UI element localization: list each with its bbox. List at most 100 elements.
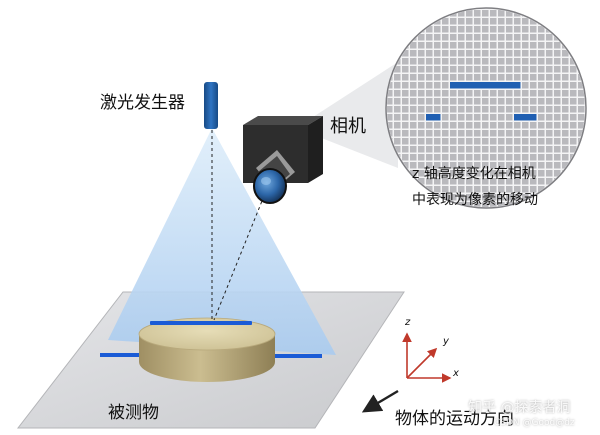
pixel-cell [554, 42, 561, 49]
pixel-cell [434, 26, 441, 33]
pixel-cell [482, 194, 489, 201]
pixel-cell [578, 178, 585, 185]
pixel-cell [410, 74, 417, 81]
pixel-cell [450, 90, 457, 97]
pixel-cell [482, 66, 489, 73]
pixel-cell [562, 90, 569, 97]
pixel-cell [530, 154, 537, 161]
pixel-cell [506, 170, 513, 177]
pixel-cell [434, 42, 441, 49]
pixel-cell [458, 58, 465, 65]
pixel-cell [538, 90, 545, 97]
pixel-cell [402, 154, 409, 161]
pixel-cell [466, 130, 473, 137]
pixel-cell [522, 194, 529, 201]
laser-generator-label: 激光发生器 [100, 93, 185, 113]
pixel-cell [394, 74, 401, 81]
pixel-cell [434, 178, 441, 185]
pixel-cell [538, 66, 545, 73]
pixel-cell [474, 138, 481, 145]
pixel-cell [514, 130, 521, 137]
pixel-cell [554, 114, 561, 121]
pixel-cell [554, 18, 561, 25]
pixel-cell [402, 50, 409, 57]
pixel-cell [554, 162, 561, 169]
pixel-cell [482, 138, 489, 145]
pixel-cell [578, 122, 585, 129]
pixel-cell [410, 138, 417, 145]
pixel-cell [562, 130, 569, 137]
watermark-csdn: CSDN @Good@dz [494, 418, 575, 428]
pixel-cell [538, 202, 545, 207]
pixel-cell [450, 162, 457, 169]
pixel-cell [394, 18, 401, 25]
pixel-cell [538, 138, 545, 145]
pixel-cell [426, 170, 433, 177]
pixel-cell [394, 82, 401, 89]
pixel-cell [434, 146, 441, 153]
pixel-cell [522, 18, 529, 25]
pixel-cell [490, 18, 497, 25]
pixel-cell [474, 42, 481, 49]
pixel-cell [474, 186, 481, 193]
pixel-cell [530, 58, 537, 65]
pixel-cell [426, 154, 433, 161]
pixel-cell [506, 74, 513, 81]
pixel-cell [387, 18, 393, 25]
pixel-cell [546, 18, 553, 25]
pixel-cell [562, 194, 569, 201]
pixel-cell [410, 42, 417, 49]
pixel-cell [498, 66, 505, 73]
pixel-cell [458, 130, 465, 137]
pixel-cell [426, 178, 433, 185]
pixel-cell [402, 90, 409, 97]
pixel-cell [474, 178, 481, 185]
pixel-cell [426, 146, 433, 153]
pixel-cell [562, 106, 569, 113]
pixel-cell [538, 170, 545, 177]
pixel-cell [578, 98, 585, 105]
pixel-cell [570, 98, 577, 105]
pixel-cell [514, 122, 521, 129]
pixel-cell [418, 34, 425, 41]
pixel-cell [418, 18, 425, 25]
pixel-cell [482, 122, 489, 129]
pixel-cell [562, 82, 569, 89]
pixel-cell [458, 138, 465, 145]
pixel-cell [490, 50, 497, 57]
pixel-cell [450, 74, 457, 81]
pixel-cell [546, 66, 553, 73]
pixel-cell [490, 170, 497, 177]
pixel-cell [387, 98, 393, 105]
pixel-cell [387, 170, 393, 177]
pixel-cell [538, 82, 545, 89]
pixel-cell [538, 106, 545, 113]
pixel-cell [450, 106, 457, 113]
pixel-cell [442, 90, 449, 97]
pixel-cell [442, 130, 449, 137]
pixel-cell [522, 178, 529, 185]
pixel-cell [506, 66, 513, 73]
pixel-cell [466, 34, 473, 41]
pixel-cell [538, 186, 545, 193]
pixel-cell [482, 114, 489, 121]
pixel-cell [474, 18, 481, 25]
pixel-cell [498, 58, 505, 65]
pixel-cell [546, 194, 553, 201]
pixel-cell [458, 34, 465, 41]
pixel-shift-bar [450, 82, 521, 89]
pixel-cell [562, 178, 569, 185]
pixel-cell [562, 122, 569, 129]
pixel-cell [578, 146, 585, 153]
pixel-cell [450, 194, 457, 201]
pixel-cell [474, 146, 481, 153]
pixel-cell [546, 50, 553, 57]
pixel-cell [410, 66, 417, 73]
pixel-cell [466, 138, 473, 145]
pixel-cell [450, 26, 457, 33]
pixel-cell [530, 90, 537, 97]
pixel-cell [514, 194, 521, 201]
pixel-cell [418, 106, 425, 113]
pixel-cell [450, 154, 457, 161]
pixel-cell [394, 178, 401, 185]
